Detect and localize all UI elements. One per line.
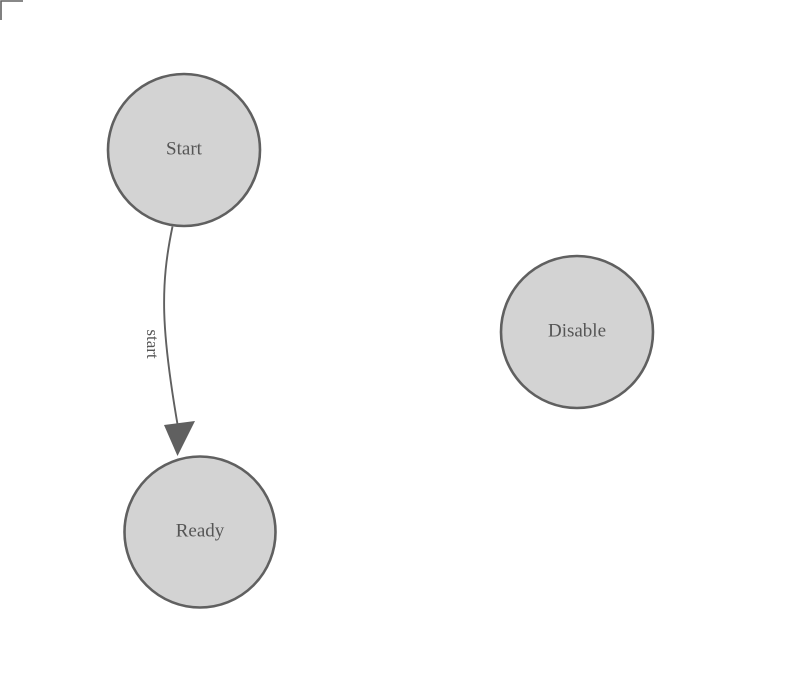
- node-ready-circle: [123, 455, 277, 609]
- edge-path: [163, 226, 180, 431]
- node-start[interactable]: Start: [106, 72, 262, 228]
- arrowhead-icon: [164, 421, 195, 456]
- node-start-label: Start: [166, 138, 203, 159]
- node-disable-label: Disable: [548, 320, 606, 341]
- crop-corner-mark-icon: [0, 0, 23, 20]
- edge-label-start: start: [143, 329, 162, 359]
- node-ready-label: Ready: [176, 520, 225, 541]
- node-start-circle: [106, 72, 262, 228]
- edge-start-to-ready[interactable]: start: [143, 226, 195, 457]
- node-disable[interactable]: Disable: [499, 254, 655, 410]
- node-ready[interactable]: Ready: [123, 455, 277, 609]
- node-disable-circle: [499, 254, 655, 410]
